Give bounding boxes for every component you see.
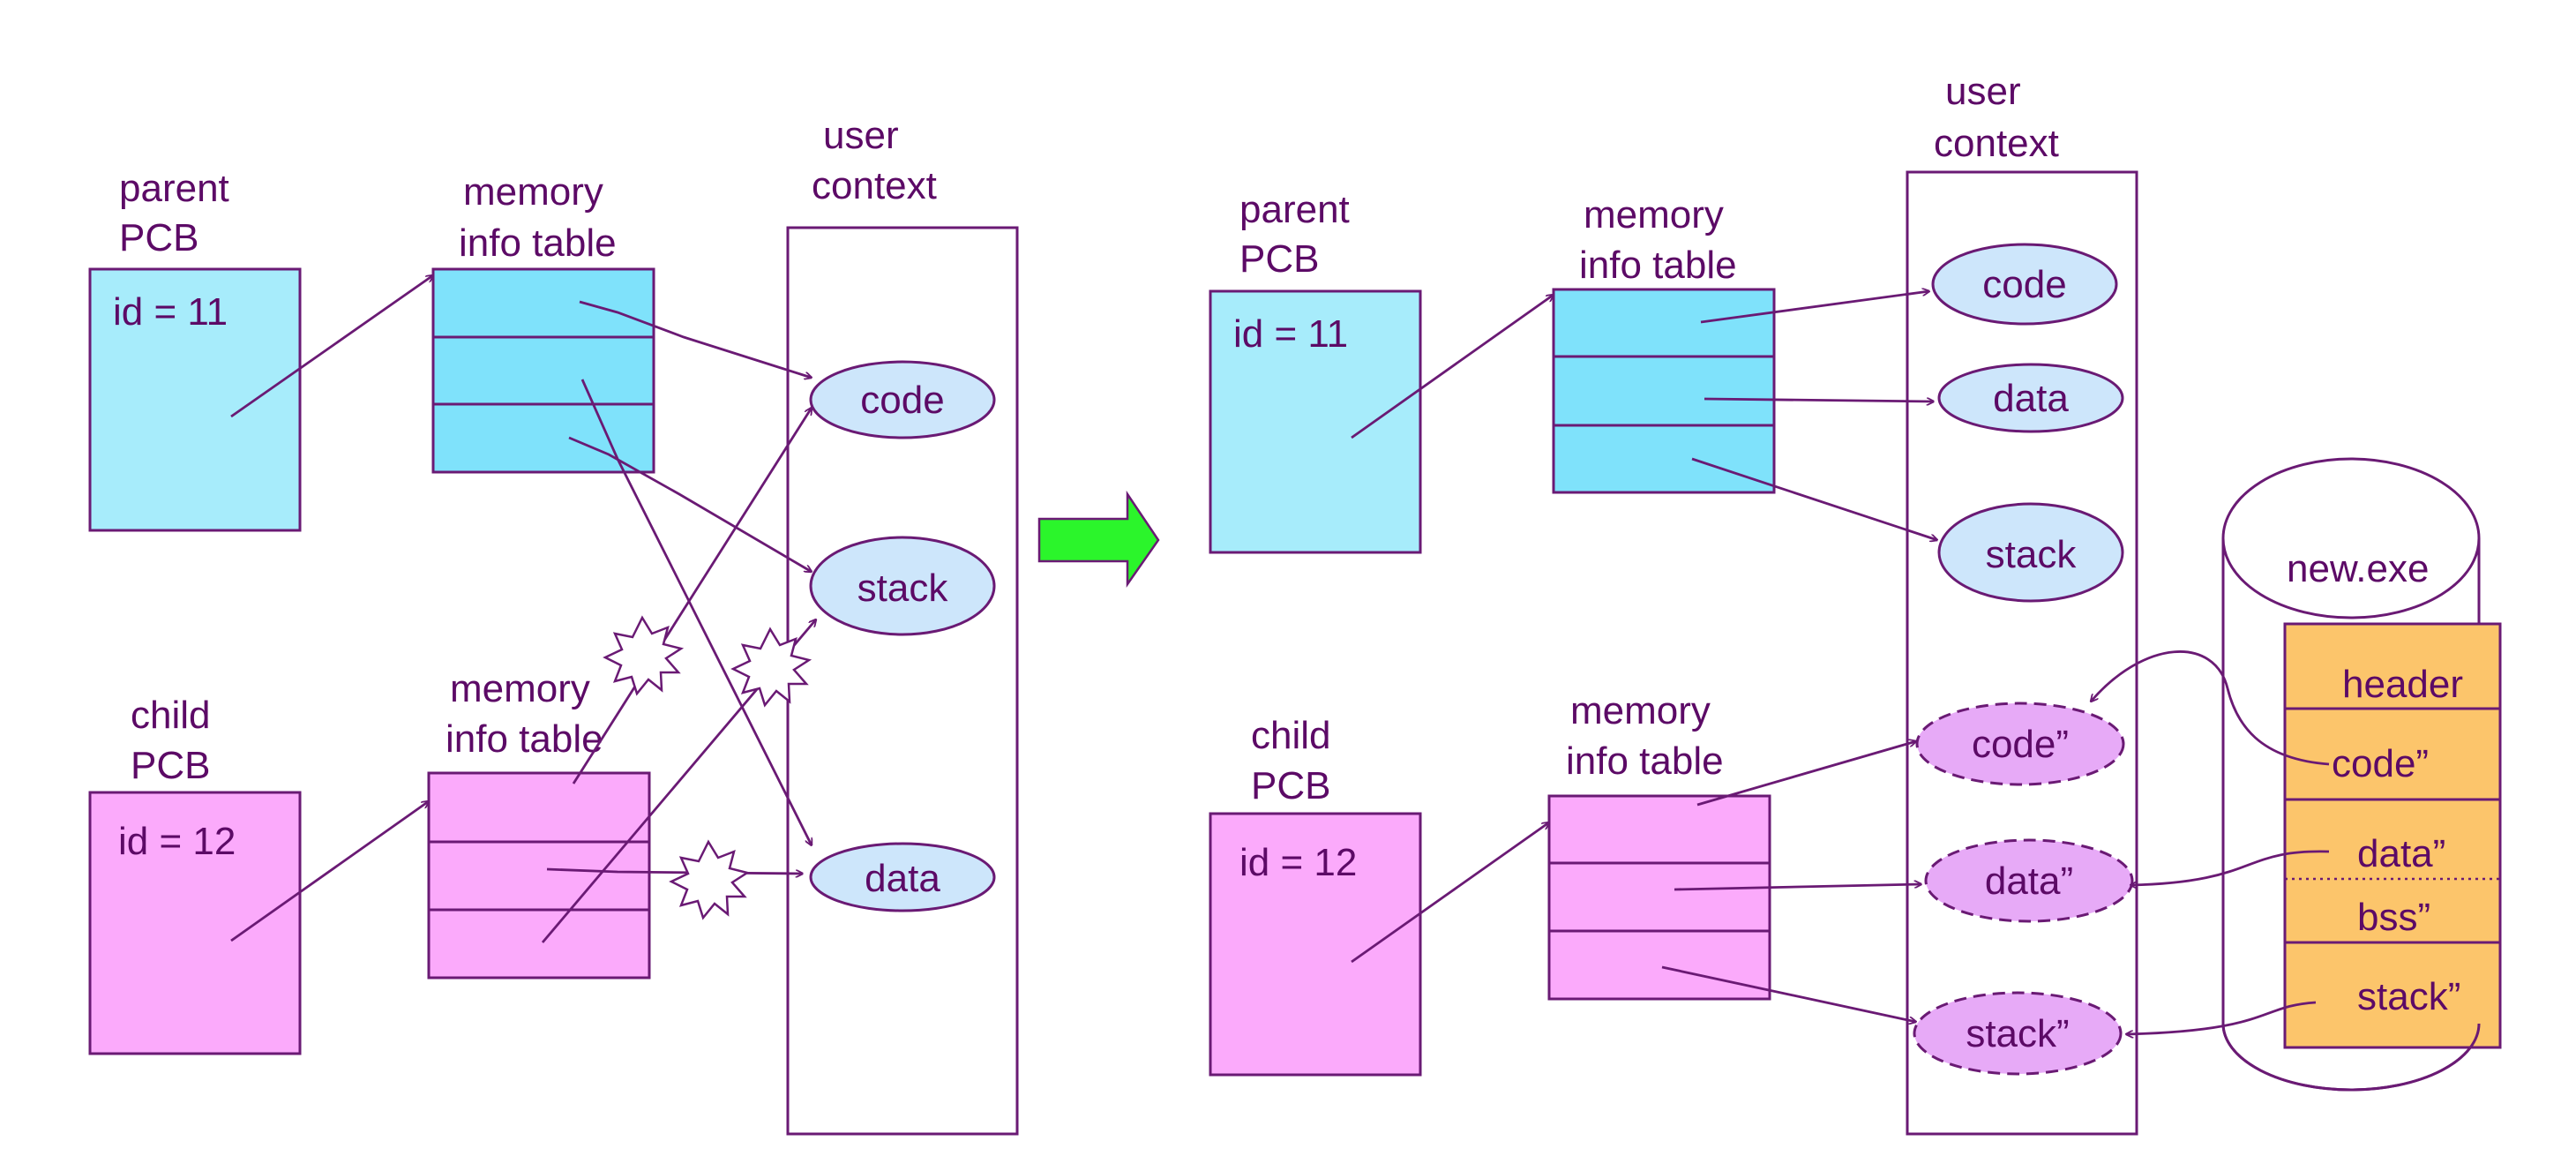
after-child-pcb-pointer	[1351, 822, 1549, 964]
file-section-stack: stack”	[2357, 975, 2460, 1018]
after-child-pcb-box	[1209, 812, 1422, 1077]
before-parent-table-box	[431, 267, 655, 474]
starburst-icon	[603, 615, 685, 696]
before-stack-label: stack	[857, 567, 949, 610]
after-child-stack-pointer	[1661, 965, 1916, 1022]
before-parent-pcb-title-2: PCB	[119, 216, 198, 259]
green-right-arrow-icon	[1037, 490, 1160, 588]
file-code-load-pointer	[2091, 650, 2330, 766]
after-parent-data-pointer	[1704, 399, 1934, 402]
before-child-memory-table: memory info table	[427, 667, 651, 980]
before-child-pcb-title-1: child	[131, 694, 211, 737]
file-cylinder-top	[2221, 457, 2481, 619]
after-new-code-label: code”	[1972, 723, 2069, 766]
file-section-bss: bss”	[2357, 896, 2430, 939]
after-parent-code-pointer	[1700, 291, 1929, 324]
file-sections-box	[2283, 622, 2502, 1049]
after-new-data-segment	[1924, 838, 2134, 923]
after-parent-pcb: parent PCB id = 11	[1209, 188, 1422, 554]
after-stack-segment	[1937, 502, 2124, 603]
file-section-code: code”	[2332, 742, 2429, 785]
starburst-icon	[730, 627, 812, 708]
before-parent-pcb-title-1: parent	[119, 167, 229, 210]
before-code-label: code	[860, 379, 944, 422]
after-parent-pcb-title-2: PCB	[1239, 237, 1319, 281]
before-parent-code-pointer	[579, 300, 812, 378]
before-child-table-title-1: memory	[450, 667, 590, 710]
file-cylinder-bottom	[2221, 1023, 2481, 1092]
after-child-pcb: child PCB id = 12	[1209, 714, 1422, 1077]
after-child-table-box	[1547, 794, 1771, 1001]
before-child-pcb-box	[88, 791, 302, 1055]
before-parent-pcb-pointer	[230, 275, 433, 418]
before-parent-pcb-box	[88, 267, 302, 532]
after-data-label: data	[1993, 377, 2069, 420]
before-child-pcb-title-2: PCB	[131, 744, 210, 787]
after-parent-table-title-1: memory	[1584, 193, 1724, 236]
after-parent-table-box	[1552, 288, 1776, 494]
after-parent-stack-pointer	[1691, 457, 1937, 540]
after-child-table-title-2: info table	[1566, 739, 1724, 783]
after-user-context: user context code data stack code” data”…	[1906, 70, 2138, 1136]
before-parent-stack-pointer	[568, 436, 812, 572]
before-code-segment	[809, 360, 996, 439]
before-parent-data-pointer	[580, 379, 813, 845]
before-child-code-pointer	[572, 408, 812, 784]
file-section-header: header	[2342, 663, 2463, 706]
after-child-table-title-1: memory	[1570, 689, 1711, 732]
before-child-pcb-pointer	[230, 801, 429, 942]
after-parent-pcb-pointer	[1351, 295, 1554, 439]
after-new-stack-segment	[1913, 991, 2123, 1076]
before-stack-segment	[809, 536, 996, 636]
file-data-load-pointer	[2130, 850, 2330, 885]
after-parent-memory-table: memory info table	[1552, 193, 1776, 494]
before-user-context: user context code stack data	[786, 114, 1019, 1136]
after-new-stack-label: stack”	[1966, 1012, 2069, 1055]
before-child-table-box	[427, 771, 651, 980]
before-user-context-title-2: context	[812, 164, 937, 207]
after-code-segment	[1931, 243, 2118, 326]
after-new-data-label: data”	[1985, 859, 2073, 903]
new-exe-file: new.exe header code” data” bss” stack”	[2221, 457, 2502, 1092]
after-code-label: code	[1982, 263, 2066, 306]
before-parent-table-title-2: info table	[459, 221, 617, 265]
after-stack-label: stack	[1986, 533, 2078, 576]
before-data-segment	[809, 842, 996, 912]
after-user-context-title-2: context	[1934, 122, 2059, 165]
after-child-pcb-title-1: child	[1251, 714, 1331, 757]
after-parent-pcb-id: id = 11	[1233, 312, 1348, 356]
after-child-data-pointer	[1674, 884, 1921, 891]
before-parent-pcb: parent PCB id = 11	[88, 167, 302, 532]
before-child-pcb-id: id = 12	[118, 820, 236, 863]
file-stack-load-pointer	[2126, 1001, 2317, 1034]
before-parent-table-title-1: memory	[463, 170, 603, 214]
after-panel: parent PCB id = 11 memory info table chi…	[1209, 70, 2502, 1136]
before-child-pcb: child PCB id = 12	[88, 694, 302, 1055]
starburst-icon	[669, 839, 751, 920]
after-child-code-pointer	[1696, 741, 1916, 807]
before-panel: parent PCB id = 11 memory info table chi…	[88, 114, 1019, 1136]
before-parent-memory-table: memory info table	[431, 170, 655, 474]
after-parent-pcb-title-1: parent	[1239, 188, 1350, 231]
after-user-context-title-1: user	[1945, 70, 2021, 113]
after-user-context-box	[1906, 170, 2138, 1136]
after-data-segment	[1937, 363, 2124, 433]
after-parent-table-title-2: info table	[1579, 244, 1737, 287]
before-parent-pcb-id: id = 11	[113, 290, 228, 334]
file-name: new.exe	[2287, 547, 2429, 590]
before-user-context-title-1: user	[823, 114, 899, 157]
after-child-pcb-title-2: PCB	[1251, 764, 1330, 807]
after-child-pcb-id: id = 12	[1239, 841, 1357, 884]
after-child-memory-table: memory info table	[1547, 689, 1771, 1001]
file-section-data: data”	[2357, 832, 2445, 875]
before-child-table-title-2: info table	[446, 717, 603, 761]
before-data-label: data	[865, 857, 940, 900]
after-parent-pcb-box	[1209, 289, 1422, 554]
